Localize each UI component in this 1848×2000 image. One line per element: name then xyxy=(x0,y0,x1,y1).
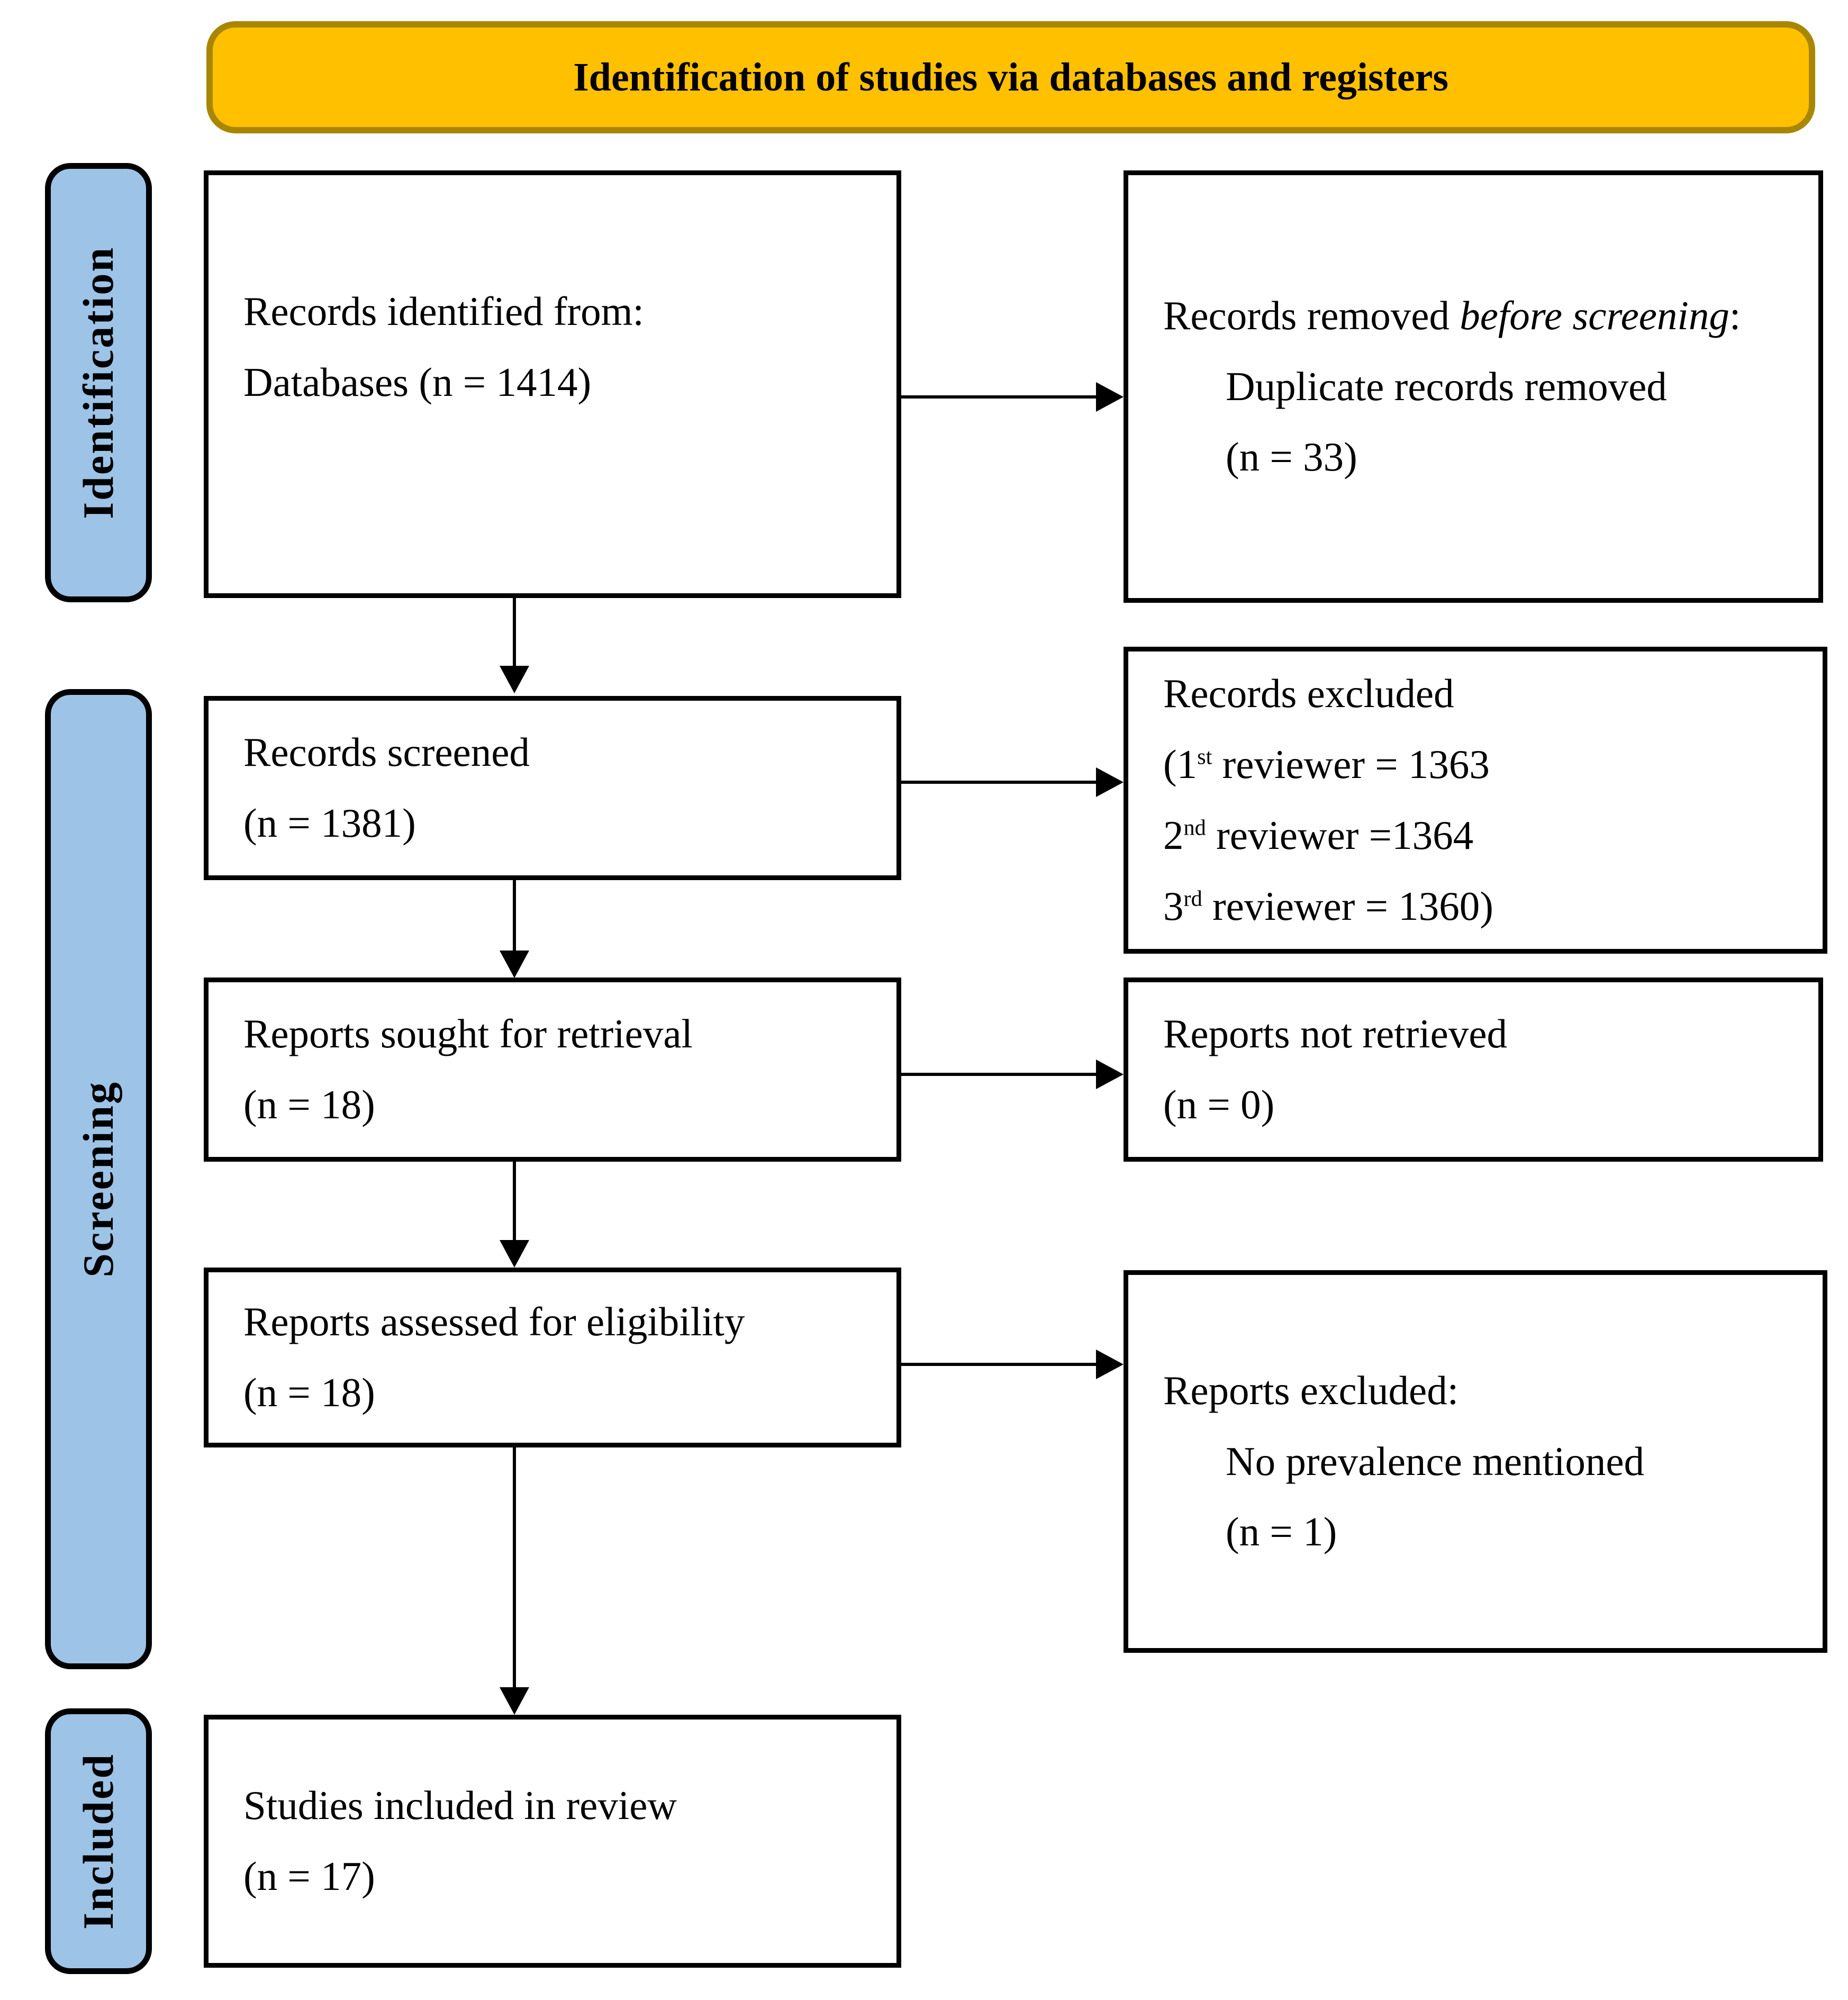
records-removed-line3: (n = 33) xyxy=(1226,434,1357,480)
records-identified-line1: Records identified from: xyxy=(243,288,644,334)
records-removed-italic: before screening xyxy=(1460,292,1729,338)
records-excluded-reviewer3: 3rd reviewer = 1360) xyxy=(1163,883,1493,929)
reports-sought-line1: Reports sought for retrieval xyxy=(243,1011,693,1057)
reports-assessed-line2: (n = 18) xyxy=(243,1370,375,1415)
box-records-removed: Records removed before screening: Duplic… xyxy=(1124,170,1823,603)
box-reports-sought: Reports sought for retrieval (n = 18) xyxy=(204,978,901,1162)
box-reports-excluded: Reports excluded: No prevalence mentione… xyxy=(1124,1270,1827,1653)
reports-sought-line2: (n = 18) xyxy=(243,1082,375,1127)
box-records-screened: Records screened (n = 1381) xyxy=(204,696,901,880)
stage-label-screening-text: Screening xyxy=(74,1081,122,1278)
reports-excluded-line1: Reports excluded: xyxy=(1163,1367,1459,1413)
box-records-identified: Records identified from: Databases (n = … xyxy=(204,170,901,598)
records-identified-line2: Databases (n = 1414) xyxy=(243,359,592,405)
studies-included-line1: Studies included in review xyxy=(243,1782,677,1829)
records-removed-line1: Records removed before screening: xyxy=(1163,292,1741,338)
box-studies-included: Studies included in review (n = 17) xyxy=(204,1715,901,1968)
records-screened-line1: Records screened xyxy=(243,729,530,775)
stage-label-screening: Screening xyxy=(45,689,152,1669)
stage-label-included: Included xyxy=(45,1708,152,1974)
reports-excluded-line3: (n = 1) xyxy=(1226,1509,1337,1555)
ordinal-suffix: nd xyxy=(1183,815,1206,840)
stage-label-identification-text: Identification xyxy=(74,246,122,519)
reports-excluded-line2: No prevalence mentioned xyxy=(1226,1438,1645,1484)
box-reports-not-retrieved: Reports not retrieved (n = 0) xyxy=(1124,978,1823,1162)
reports-assessed-line1: Reports assessed for eligibility xyxy=(243,1299,745,1345)
stage-label-included-text: Included xyxy=(74,1753,122,1930)
records-removed-line2: Duplicate records removed xyxy=(1226,363,1667,409)
records-screened-line2: (n = 1381) xyxy=(243,800,416,846)
reports-not-retrieved-line2: (n = 0) xyxy=(1163,1082,1275,1127)
banner-identification-of-studies: Identification of studies via databases … xyxy=(206,21,1815,133)
ordinal-suffix: rd xyxy=(1183,886,1202,911)
studies-included-line2: (n = 17) xyxy=(243,1853,375,1899)
records-excluded-reviewer2: 2nd reviewer =1364 xyxy=(1163,812,1474,858)
box-reports-assessed: Reports assessed for eligibility (n = 18… xyxy=(204,1268,901,1447)
box-records-excluded: Records excluded (1st reviewer = 1363 2n… xyxy=(1124,647,1827,954)
records-excluded-reviewer1: (1st reviewer = 1363 xyxy=(1163,741,1490,788)
reports-not-retrieved-line1: Reports not retrieved xyxy=(1163,1011,1508,1057)
banner-title: Identification of studies via databases … xyxy=(573,55,1448,99)
stage-label-identification: Identification xyxy=(45,163,152,602)
records-excluded-title: Records excluded xyxy=(1163,671,1454,717)
ordinal-suffix: st xyxy=(1197,744,1212,770)
